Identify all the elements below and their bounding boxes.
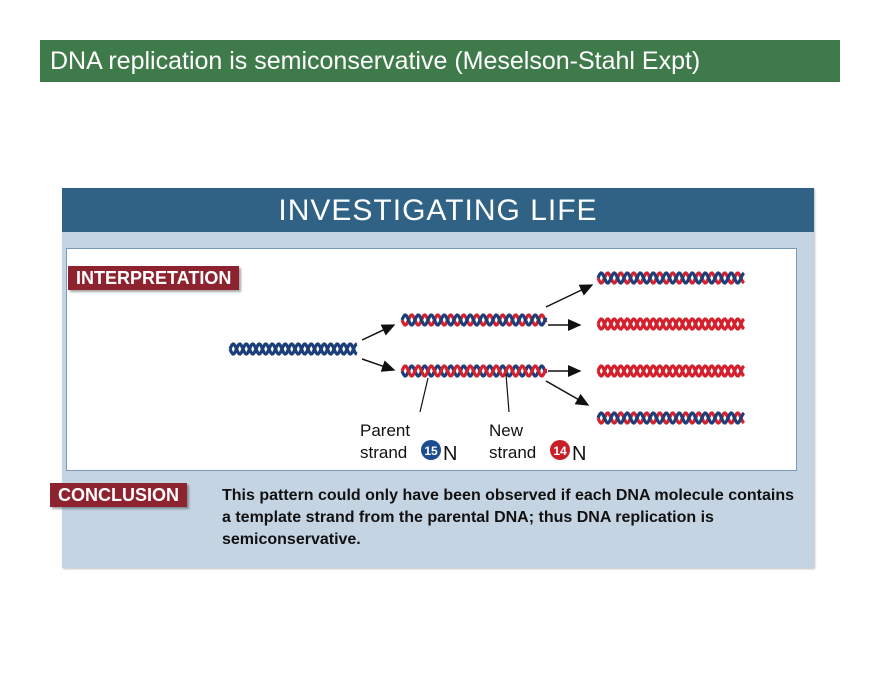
- arrow-gen2-4: [545, 380, 590, 406]
- gen2-helix-1-strand-b: [596, 271, 746, 285]
- arrow-gen1-bottom: [361, 358, 396, 372]
- gen1-helix-top: [400, 313, 548, 327]
- parent-isotope-letter: N: [443, 443, 457, 465]
- parent-isotope-badge: [421, 440, 441, 460]
- parent-label-line1: Parent: [360, 421, 410, 440]
- gen2-helix-2-strand-a: [596, 317, 746, 331]
- gen2-helix-2: [596, 317, 746, 331]
- gen2-helix-2-strand-b: [596, 317, 746, 331]
- gen2-helix-4-strand-a: [596, 411, 746, 425]
- replication-diagram: Parent strand 15 N New strand 14 N: [228, 271, 746, 465]
- gen1-helix-bottom-strand-b: [400, 364, 548, 378]
- conclusion-text: This pattern could only have been observ…: [222, 487, 794, 548]
- new-isotope-badge: [550, 440, 570, 460]
- new-isotope-letter: N: [572, 443, 586, 465]
- parental-dna-helix-strand-b: [228, 342, 358, 356]
- parent-isotope-number: 15: [424, 444, 438, 458]
- panel-header: INVESTIGATING LIFE: [62, 188, 814, 232]
- gen2-helix-1-strand-a: [596, 271, 746, 285]
- gen1-helix-top-strand-b: [400, 313, 548, 327]
- investigating-life-panel: INVESTIGATING LIFE Parent strand 15 N: [50, 188, 814, 568]
- new-isotope-number: 14: [553, 444, 567, 458]
- parent-label-line2: strand: [360, 443, 407, 462]
- replication-arrows: [361, 284, 594, 406]
- parent-strand-label: Parent strand 15 N: [360, 421, 457, 465]
- conclusion-label: CONCLUSION: [50, 483, 187, 507]
- parental-dna-helix: [228, 342, 358, 356]
- gen2-helix-3: [596, 364, 746, 378]
- interpretation-label: INTERPRETATION: [68, 266, 240, 290]
- new-strand-label: New strand 14 N: [489, 421, 586, 465]
- new-label-line1: New: [489, 421, 524, 440]
- gen2-helix-3-strand-b: [596, 364, 746, 378]
- gen2-helix-1: [596, 271, 746, 285]
- gen2-helix-3-strand-a: [596, 364, 746, 378]
- slide-title: DNA replication is semiconservative (Mes…: [40, 40, 840, 82]
- gen1-helix-bottom: [400, 364, 548, 378]
- parental-dna-helix-strand-a: [228, 342, 358, 356]
- gen2-helix-4-strand-b: [596, 411, 746, 425]
- arrow-gen2-1: [545, 284, 594, 308]
- new-label-line2: strand: [489, 443, 536, 462]
- gen2-helix-4: [596, 411, 746, 425]
- arrow-gen1-top: [361, 324, 396, 341]
- pointer-lines: [419, 373, 510, 413]
